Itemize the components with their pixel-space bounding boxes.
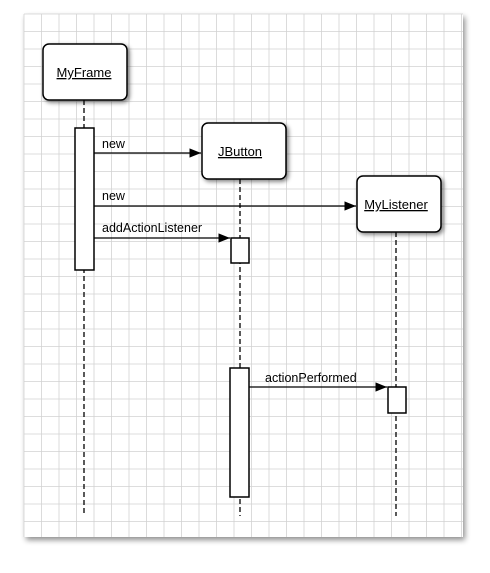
participant-jbutton: JButton: [201, 122, 287, 180]
message-label: actionPerformed: [265, 371, 357, 385]
participant-box: [42, 43, 128, 101]
activation-jbutton: [229, 367, 250, 498]
participant-name: MyListener: [364, 197, 428, 212]
participant-myframe: MyFrame: [42, 43, 128, 101]
participant-box: [356, 175, 442, 233]
grid: [23, 13, 463, 537]
participant-mylistener: MyListener: [356, 175, 442, 233]
activation-myframe: [74, 127, 95, 271]
message-label: new: [102, 189, 126, 203]
participant-name: MyFrame: [57, 65, 112, 80]
participant-box: [201, 122, 287, 180]
message-label: addActionListener: [102, 221, 202, 235]
activations: [74, 127, 407, 498]
message-label: new: [102, 137, 126, 151]
activation-mylistener: [387, 386, 407, 414]
participant-name: JButton: [218, 144, 262, 159]
activation-jbutton: [230, 237, 250, 264]
messages: new new addActionListener actionPerformed: [94, 137, 387, 392]
